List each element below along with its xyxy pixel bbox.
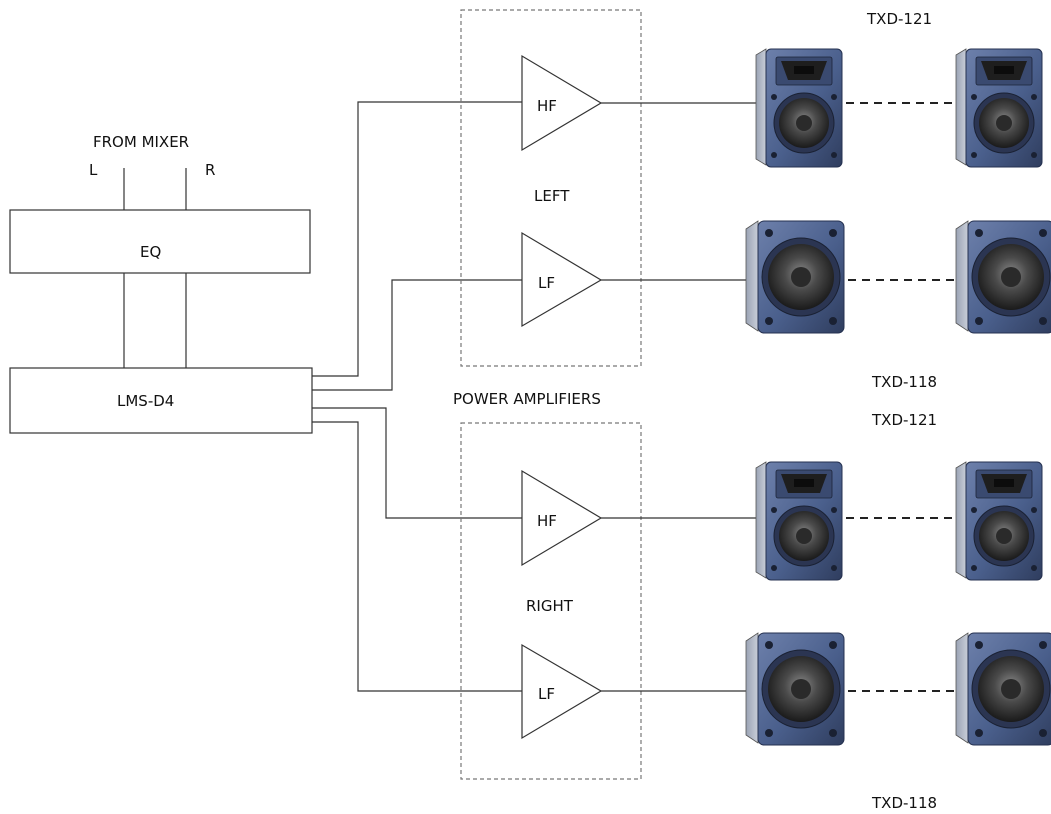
lms-d4-box bbox=[9, 367, 313, 434]
left-lf-amp-label: LF bbox=[538, 274, 555, 292]
speaker-txd118-left-1 bbox=[745, 220, 845, 334]
left-lf-amplifier bbox=[521, 231, 603, 328]
right-hf-amplifier bbox=[521, 469, 603, 567]
left-channel-label: LEFT bbox=[534, 187, 570, 205]
speaker-txd121-right-1 bbox=[755, 461, 843, 581]
left-amplifier-group bbox=[460, 9, 642, 367]
right-hf-amp-label: HF bbox=[537, 512, 557, 530]
left-hf-amp-label: HF bbox=[537, 97, 557, 115]
speaker-txd118-left-2 bbox=[955, 220, 1051, 334]
right-lf-speaker-model: TXD-118 bbox=[871, 794, 937, 812]
power-amplifiers-label: POWER AMPLIFIERS bbox=[453, 390, 601, 408]
left-hf-speaker-model: TXD-121 bbox=[866, 10, 932, 28]
wire-left-lf bbox=[312, 279, 522, 391]
input-right-label: R bbox=[205, 161, 215, 179]
right-lf-amplifier bbox=[521, 643, 603, 740]
speaker-txd118-right-2 bbox=[955, 632, 1051, 746]
speaker-txd121-left-1 bbox=[755, 48, 843, 168]
from-mixer-label: FROM MIXER bbox=[93, 133, 189, 151]
eq-box bbox=[9, 209, 311, 274]
right-amplifier-group bbox=[460, 422, 642, 780]
speaker-txd121-left-2 bbox=[955, 48, 1043, 168]
left-lf-speaker-model: TXD-118 bbox=[871, 373, 937, 391]
wire-left-hf bbox=[312, 101, 522, 377]
right-lf-amp-label: LF bbox=[538, 685, 555, 703]
wire-right-hf bbox=[312, 407, 522, 519]
lms-d4-label: LMS-D4 bbox=[117, 392, 174, 410]
right-channel-label: RIGHT bbox=[526, 597, 574, 615]
speaker-txd118-right-1 bbox=[745, 632, 845, 746]
right-hf-speaker-model: TXD-121 bbox=[871, 411, 937, 429]
speaker-txd121-right-2 bbox=[955, 461, 1043, 581]
input-left-label: L bbox=[89, 161, 98, 179]
left-hf-amplifier bbox=[521, 54, 603, 152]
eq-label: EQ bbox=[140, 243, 161, 261]
wire-right-lf bbox=[312, 421, 522, 692]
